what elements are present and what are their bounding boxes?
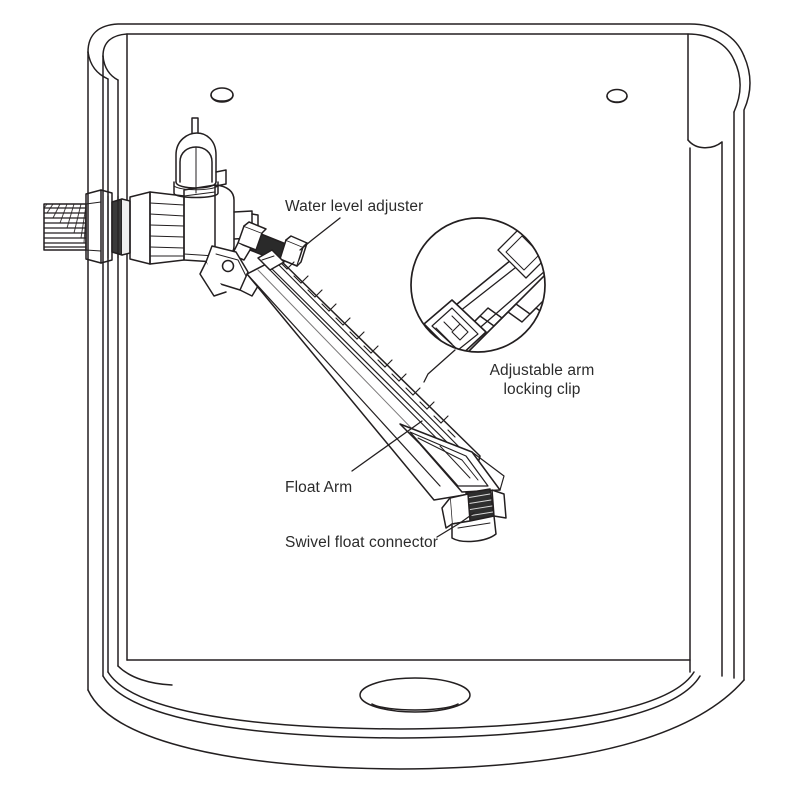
mounting-boss-right <box>606 88 628 104</box>
label-adjustable-arm-locking-clip-line2: locking clip <box>503 381 580 398</box>
leader-swivel-float-connector <box>436 512 475 538</box>
leader-locking-clip <box>423 349 456 383</box>
label-water-level-adjuster: Water level adjuster <box>285 198 423 215</box>
flush-valve-opening <box>359 677 471 713</box>
float-arm <box>199 245 505 501</box>
label-swivel-float-connector: Swivel float connector <box>285 534 438 551</box>
label-float-arm: Float Arm <box>285 479 352 496</box>
knurled-collar-nut <box>129 191 185 265</box>
label-adjustable-arm-locking-clip-line1: Adjustable arm <box>490 362 595 379</box>
leader-float-arm <box>351 420 423 472</box>
triangular-truss-brace <box>399 423 505 493</box>
mounting-boss-left <box>210 87 234 103</box>
threaded-inlet-shank <box>43 203 87 251</box>
valve-cap <box>173 117 227 199</box>
sealing-washer <box>111 198 131 256</box>
cistern-body <box>87 23 751 770</box>
leader-water-level-adjuster <box>299 217 341 251</box>
ratchet-rack <box>265 258 471 467</box>
swivel-float-connector <box>441 488 507 543</box>
locking-clip <box>257 249 285 271</box>
